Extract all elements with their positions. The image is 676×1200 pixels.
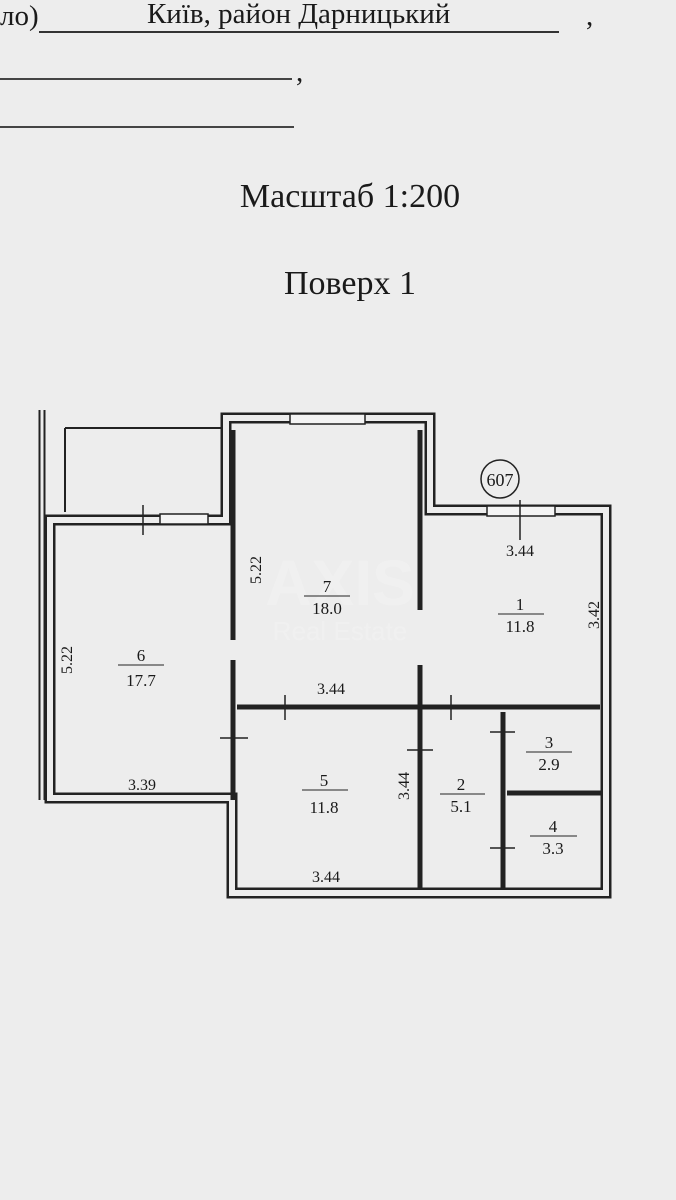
watermark-sub: Real Estate <box>273 616 407 646</box>
svg-text:3.3: 3.3 <box>542 839 563 858</box>
dim-room7-height: 5.22 <box>248 556 265 584</box>
svg-text:2: 2 <box>457 775 466 794</box>
room-6: 617.7 <box>118 646 164 690</box>
dim-room6-height: 5.22 <box>59 646 76 674</box>
room-4: 43.3 <box>530 817 577 858</box>
door-marks <box>142 500 521 849</box>
dimension-labels: 3.44 3.42 5.22 3.44 5.22 3.39 3.44 3.44 <box>59 543 603 886</box>
address-value: Київ, район Дарницький <box>38 0 559 33</box>
room-3: 32.9 <box>526 733 572 774</box>
inner-walls <box>230 430 602 890</box>
svg-text:6: 6 <box>137 646 146 665</box>
address-prefix: ло) <box>0 0 39 32</box>
watermark: AXIS Real Estate <box>265 547 414 646</box>
watermark-brand: AXIS <box>265 547 414 619</box>
svg-text:3: 3 <box>545 733 554 752</box>
blank-line-2 <box>0 126 294 128</box>
room-5: 511.8 <box>302 771 348 817</box>
room-1: 111.8 <box>498 595 544 636</box>
svg-text:18.0: 18.0 <box>312 599 342 618</box>
svg-text:11.8: 11.8 <box>505 617 534 636</box>
svg-text:11.8: 11.8 <box>309 798 338 817</box>
dim-room5-height: 3.44 <box>396 772 413 800</box>
room-2: 25.1 <box>440 775 485 816</box>
svg-text:1: 1 <box>516 595 525 614</box>
windows <box>159 413 556 525</box>
svg-text:7: 7 <box>323 577 332 596</box>
blank-comma: , <box>296 56 304 88</box>
svg-text:4: 4 <box>549 817 558 836</box>
blank-line-1 <box>0 78 292 80</box>
svg-text:607: 607 <box>487 470 514 490</box>
scale-label: Масштаб 1:200 <box>239 178 461 215</box>
dim-room5-width: 3.44 <box>312 869 340 886</box>
dim-room6-width: 3.39 <box>128 777 156 794</box>
room-labels: 111.8 25.1 32.9 43.3 511.8 617.7 718.0 <box>118 577 577 858</box>
dim-room1-height: 3.42 <box>586 601 603 629</box>
outer-walls <box>38 410 612 899</box>
room-7: 718.0 <box>304 577 350 618</box>
dim-room1-width: 3.44 <box>506 543 534 560</box>
svg-text:5: 5 <box>320 771 329 790</box>
apartment-marker: 607 <box>480 459 520 499</box>
floor-label: Поверх 1 <box>284 265 416 302</box>
dim-room7-width: 3.44 <box>317 681 345 698</box>
svg-text:2.9: 2.9 <box>538 755 559 774</box>
address-comma: , <box>586 0 594 32</box>
address-line: ло)Київ, район Дарницький <box>0 0 559 35</box>
svg-text:17.7: 17.7 <box>126 671 156 690</box>
svg-text:5.1: 5.1 <box>450 797 471 816</box>
